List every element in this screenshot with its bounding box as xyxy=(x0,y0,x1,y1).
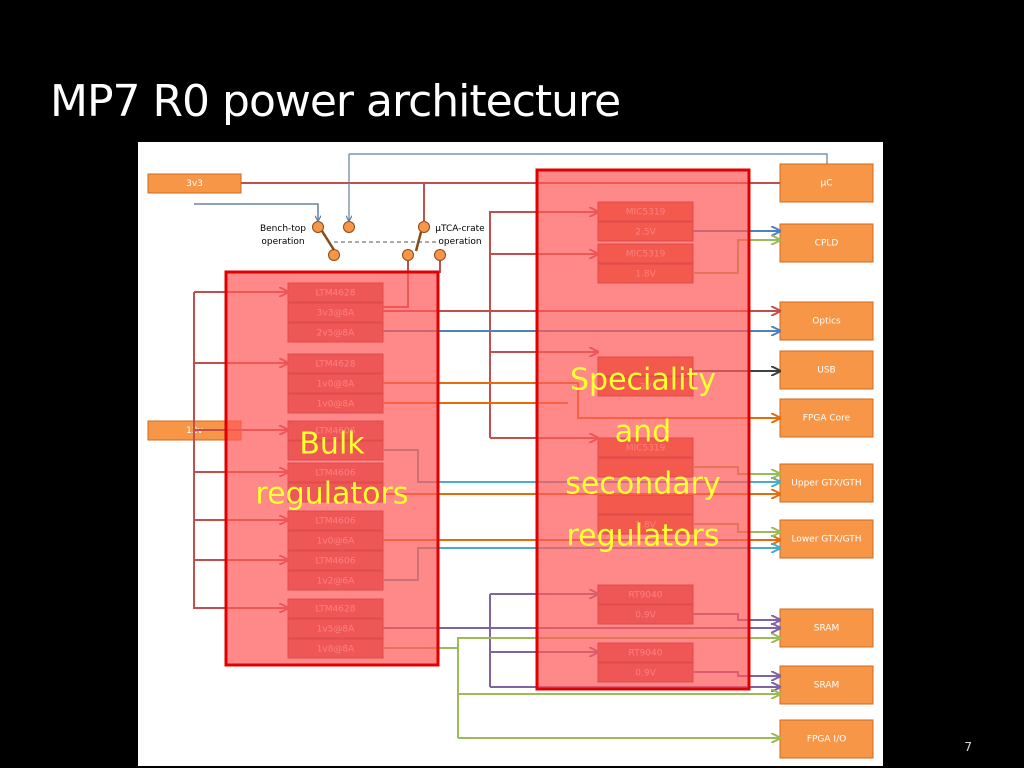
secondary-overlay xyxy=(535,168,751,691)
switch-contact xyxy=(343,221,355,233)
load-9-box xyxy=(779,665,874,705)
wire-uc-top xyxy=(349,153,828,164)
wire-bench-feed xyxy=(194,203,318,221)
switch-pivot xyxy=(328,249,340,261)
load-2: CPLD xyxy=(779,223,874,263)
wire-bench-a xyxy=(194,203,319,221)
bench-top-label: Bench-top operation xyxy=(260,224,306,247)
slide-title: MP7 R0 power architecture xyxy=(50,76,621,127)
load-7-label: Lower GTX/GTH xyxy=(791,535,861,545)
power-architecture-diagram: 3v312vLTM46283v3@8A2v5@8ALTM46281v0@8A1v… xyxy=(138,142,883,766)
load-4: USB xyxy=(779,350,874,390)
bulk-regulators-label: Bulk regulators xyxy=(256,427,409,512)
bench-top-label-line: operation xyxy=(261,237,304,247)
load-4-label: USB xyxy=(817,366,835,376)
switch-bench-top xyxy=(312,221,355,261)
load-1-label: µC xyxy=(820,179,832,189)
input-3v3: 3v3 xyxy=(147,173,242,194)
load-1-box xyxy=(779,163,874,203)
load-6-box xyxy=(779,463,874,503)
load-5-box xyxy=(779,398,874,438)
diagram-canvas: 3v312vLTM46283v3@8A2v5@8ALTM46281v0@8A1v… xyxy=(147,153,874,759)
load-10-label: FPGA I/O xyxy=(807,735,846,745)
input-3v3-label: 3v3 xyxy=(186,179,203,189)
load-7-box xyxy=(779,519,874,559)
switch-contact xyxy=(312,221,324,233)
switch-contact xyxy=(402,249,414,261)
switch-contact xyxy=(418,221,430,233)
load-10: FPGA I/O xyxy=(779,719,874,759)
secondary-regulators-label-line: regulators xyxy=(567,519,720,554)
secondary-regulators-label-line: secondary xyxy=(565,467,720,502)
load-2-box xyxy=(779,223,874,263)
bulk-regulators-label-line: regulators xyxy=(256,477,409,512)
load-9: SRAM xyxy=(779,665,874,705)
switch-utca-crate xyxy=(402,221,446,261)
load-5: FPGA Core xyxy=(779,398,874,438)
load-6: Upper GTX/GTH xyxy=(779,463,874,503)
load-8-box xyxy=(779,608,874,648)
load-1: µC xyxy=(779,163,874,203)
page-number: 7 xyxy=(964,740,972,754)
load-3: Optics xyxy=(779,301,874,341)
load-3-box xyxy=(779,301,874,341)
bench-top-label-line: Bench-top xyxy=(260,224,306,234)
load-5-label: FPGA Core xyxy=(803,414,851,424)
load-10-box xyxy=(779,719,874,759)
load-7: Lower GTX/GTH xyxy=(779,519,874,559)
utca-crate-label: µTCA-crate operation xyxy=(435,224,485,247)
secondary-regulators-label: Speciality and secondary regulators xyxy=(565,363,720,554)
switch-pivot xyxy=(434,249,446,261)
load-3-label: Optics xyxy=(812,317,841,327)
load-2-label: CPLD xyxy=(815,239,839,249)
secondary-regulators-label-line: Speciality xyxy=(570,363,716,398)
utca-crate-label-line: operation xyxy=(438,237,481,247)
wire-3v3 xyxy=(241,182,425,222)
secondary-regulators-label-line: and xyxy=(615,415,671,450)
load-6-label: Upper GTX/GTH xyxy=(791,479,861,489)
bulk-regulators-label-line: Bulk xyxy=(299,427,365,462)
load-8: SRAM xyxy=(779,608,874,648)
switch-lever xyxy=(320,230,336,251)
load-8-label: SRAM xyxy=(814,624,840,634)
load-9-label: SRAM xyxy=(814,681,840,691)
bulk-overlay xyxy=(224,270,440,667)
utca-crate-label-line: µTCA-crate xyxy=(435,224,485,234)
load-4-box xyxy=(779,350,874,390)
